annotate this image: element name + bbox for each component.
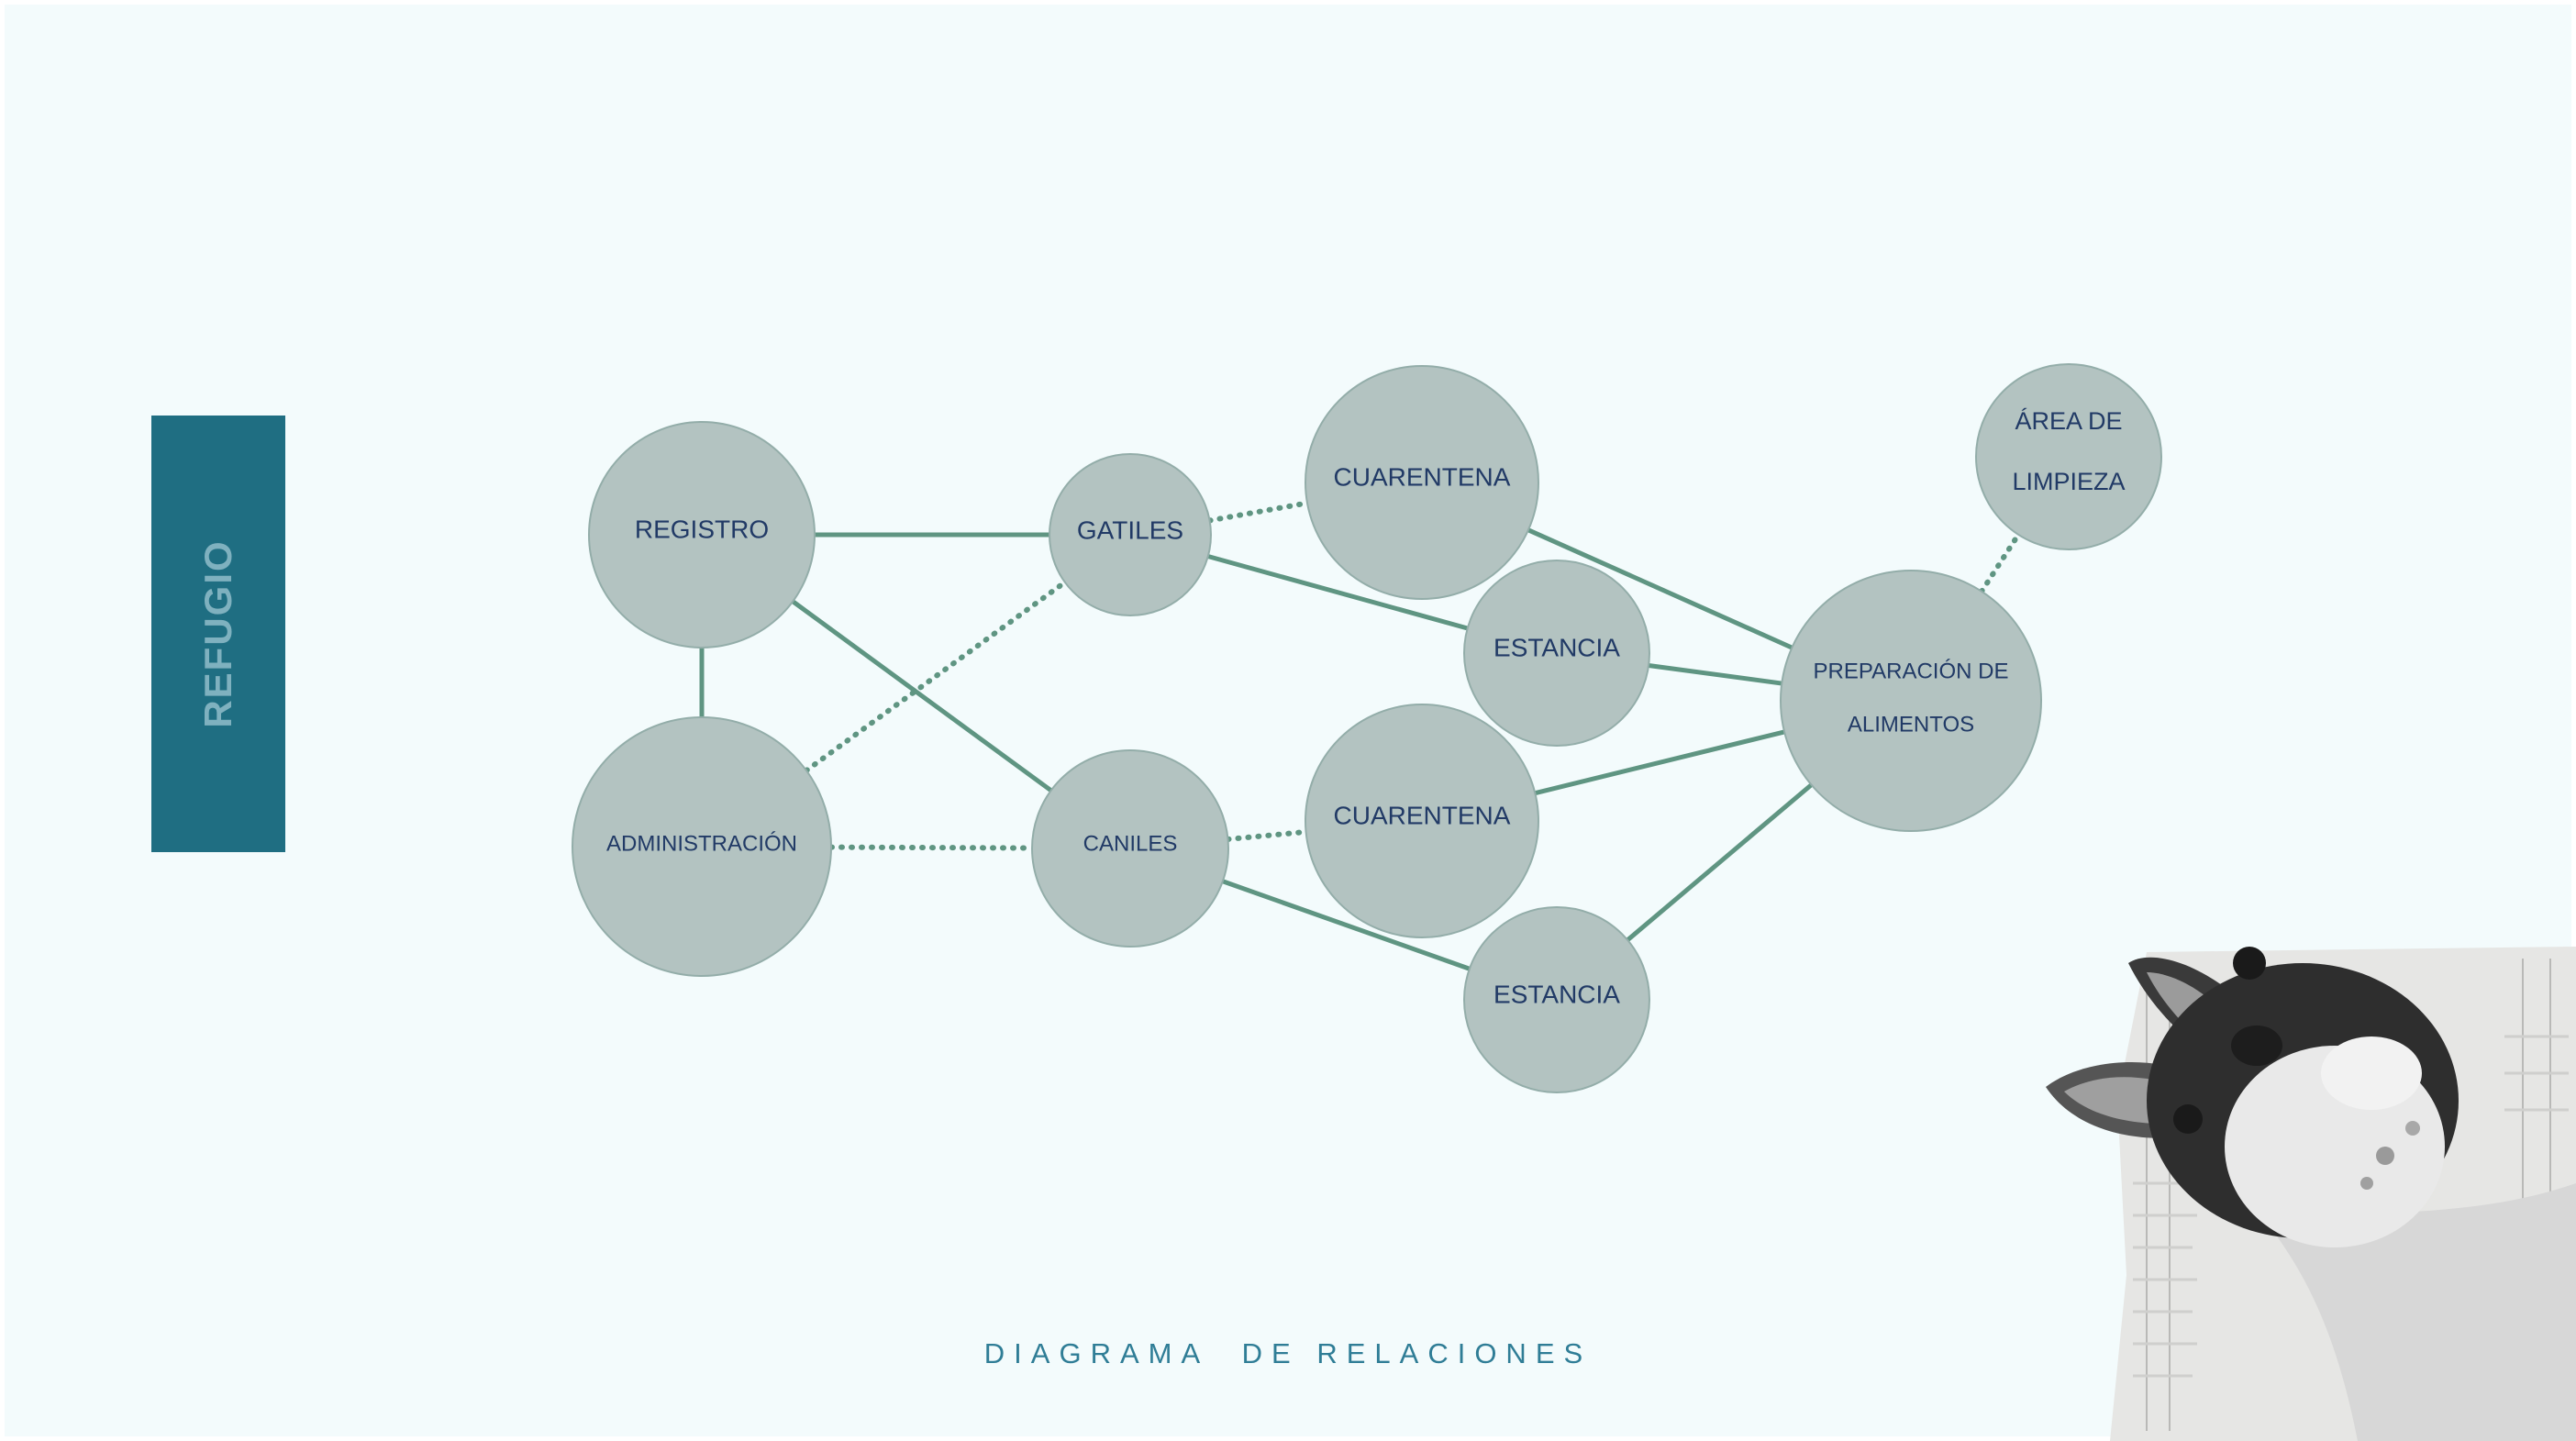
node-cuarentena-bottom-label: CUARENTENA	[1334, 801, 1511, 829]
node-gatiles-label: GATILES	[1077, 515, 1183, 544]
node-estancia-bottom-label: ESTANCIA	[1493, 980, 1620, 1008]
node-limpieza-label-1: ÁREA DE	[2015, 407, 2122, 435]
edge-caniles-cuarentena_bottom	[1225, 828, 1309, 842]
edge-gatiles-cuarentena_top	[1206, 500, 1310, 524]
node-caniles: CANILES	[1031, 749, 1229, 948]
node-administracion-label: ADMINISTRACIÓN	[606, 831, 797, 856]
edge-gatiles-estancia_top	[1205, 554, 1471, 631]
dog-photo-image	[2046, 947, 2576, 1441]
node-limpieza-label-2: LIMPIEZA	[2012, 468, 2125, 495]
edge-estancia_bottom-preparacion	[1625, 782, 1815, 943]
edge-cuarentena_top-preparacion	[1526, 527, 1794, 650]
edge-preparacion-limpieza	[1979, 531, 2022, 594]
node-estancia-top: ESTANCIA	[1463, 560, 1650, 747]
node-preparacion-label-1: PREPARACIÓN DE	[1814, 659, 2009, 683]
node-registro-label: REGISTRO	[635, 515, 769, 543]
node-gatiles: GATILES	[1049, 453, 1212, 616]
edge-registro-caniles	[790, 599, 1054, 793]
edge-estancia_top-preparacion	[1646, 662, 1784, 686]
node-estancia-top-label: ESTANCIA	[1493, 633, 1620, 661]
sidebar-banner: REFUGIO	[151, 416, 285, 852]
node-registro: REGISTRO	[588, 421, 816, 648]
node-estancia-bottom: ESTANCIA	[1463, 906, 1650, 1093]
node-area-limpieza: ÁREA DE LIMPIEZA	[1975, 363, 2162, 550]
node-administracion: ADMINISTRACIÓN	[572, 716, 832, 977]
slide: REFUGIO	[5, 5, 2571, 1436]
node-cuarentena-top: CUARENTENA	[1305, 365, 1539, 600]
node-preparacion-alimentos: PREPARACIÓN DE ALIMENTOS	[1780, 570, 2042, 832]
diagram-caption: DIAGRAMA DE RELACIONES	[983, 1337, 1593, 1369]
edge-administracion-gatiles	[803, 579, 1068, 774]
node-cuarentena-bottom: CUARENTENA	[1305, 704, 1539, 938]
node-caniles-label: CANILES	[1083, 831, 1178, 856]
edges	[699, 500, 2022, 971]
node-preparacion-label-2: ALIMENTOS	[1848, 712, 1974, 737]
node-cuarentena-top-label: CUARENTENA	[1334, 462, 1511, 491]
edge-caniles-estancia_bottom	[1220, 879, 1472, 971]
edge-cuarentena_bottom-preparacion	[1532, 729, 1787, 796]
